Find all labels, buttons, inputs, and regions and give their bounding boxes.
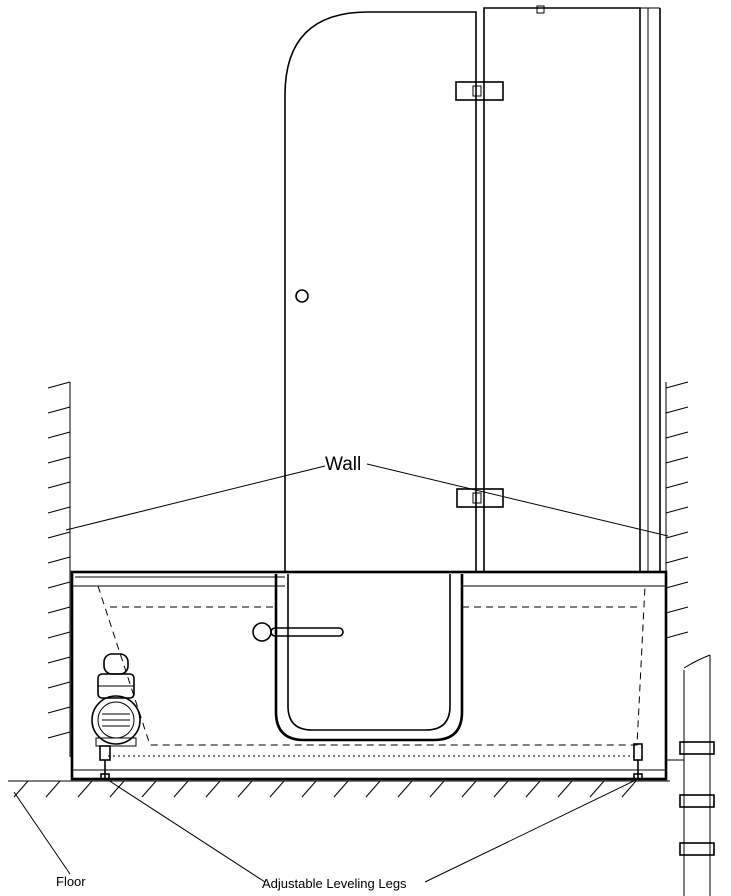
leader-lines <box>13 463 669 883</box>
pump-motor-icon <box>91 653 141 747</box>
leveling-leg-left-icon <box>99 745 111 780</box>
floor-label: Floor <box>56 874 86 889</box>
lower-hinge-icon <box>456 488 504 508</box>
wall-label: Wall <box>325 454 361 475</box>
shower-screen <box>284 5 661 573</box>
right-wall <box>665 381 689 778</box>
bathtub <box>70 570 668 781</box>
adjustable-leveling-legs-label: Adjustable Leveling Legs <box>262 876 407 891</box>
floor <box>8 780 670 798</box>
leveling-leg-right-icon <box>633 743 643 780</box>
door-handle-icon <box>252 622 344 642</box>
left-wall <box>47 381 71 757</box>
door-knob-icon <box>295 289 309 303</box>
drain-pipe <box>666 654 715 896</box>
upper-hinge-icon <box>455 81 504 101</box>
